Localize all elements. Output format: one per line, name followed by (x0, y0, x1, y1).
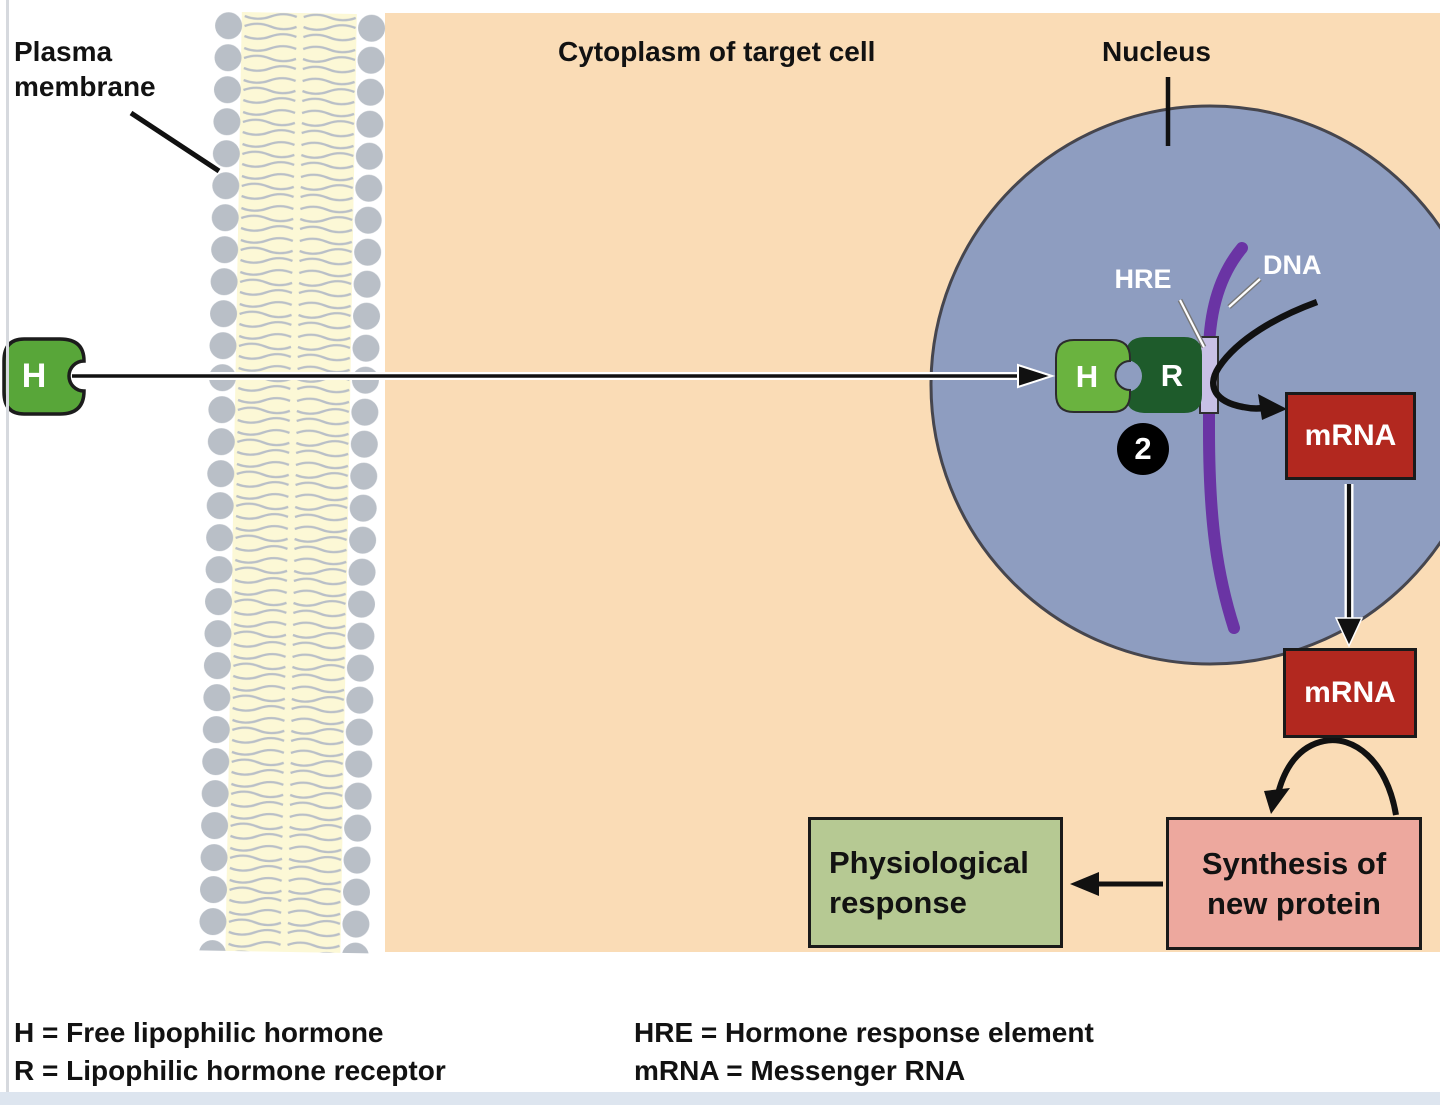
step-2-badge: 2 (1117, 423, 1169, 475)
left-edge-line (6, 0, 9, 1092)
legend-h: H = Free lipophilic hormone (14, 1017, 384, 1048)
legend-hre: HRE = Hormone response element (634, 1017, 1094, 1048)
nucleus-label: Nucleus (1102, 36, 1211, 67)
legend-mrna: mRNA = Messenger RNA (634, 1055, 966, 1086)
physiological-response-box: Physiological response (808, 817, 1063, 948)
bound-hormone-letter: H (1075, 359, 1099, 394)
legend-right: HRE = Hormone response element mRNA = Me… (634, 1014, 1094, 1090)
cytoplasm-region (385, 13, 1440, 952)
mrna-box-nucleus: mRNA (1285, 392, 1416, 480)
receptor-letter: R (1160, 358, 1184, 393)
dna-label: DNA (1263, 250, 1322, 280)
plasma-membrane-label: Plasma membrane (14, 36, 156, 102)
synthesis-box: Synthesis of new protein (1166, 817, 1422, 950)
hre-label: HRE (1114, 264, 1172, 294)
legend-r: R = Lipophilic hormone receptor (14, 1055, 446, 1086)
cytoplasm-label: Cytoplasm of target cell (558, 36, 876, 67)
mrna-box-cytoplasm: mRNA (1283, 648, 1417, 738)
legend-left: H = Free lipophilic hormone R = Lipophil… (14, 1014, 446, 1090)
plasma-membrane-pointer-line (129, 110, 221, 174)
free-hormone-letter: H (21, 357, 47, 395)
bottom-bar (0, 1092, 1440, 1105)
plasma-membrane-graphic (198, 11, 386, 954)
